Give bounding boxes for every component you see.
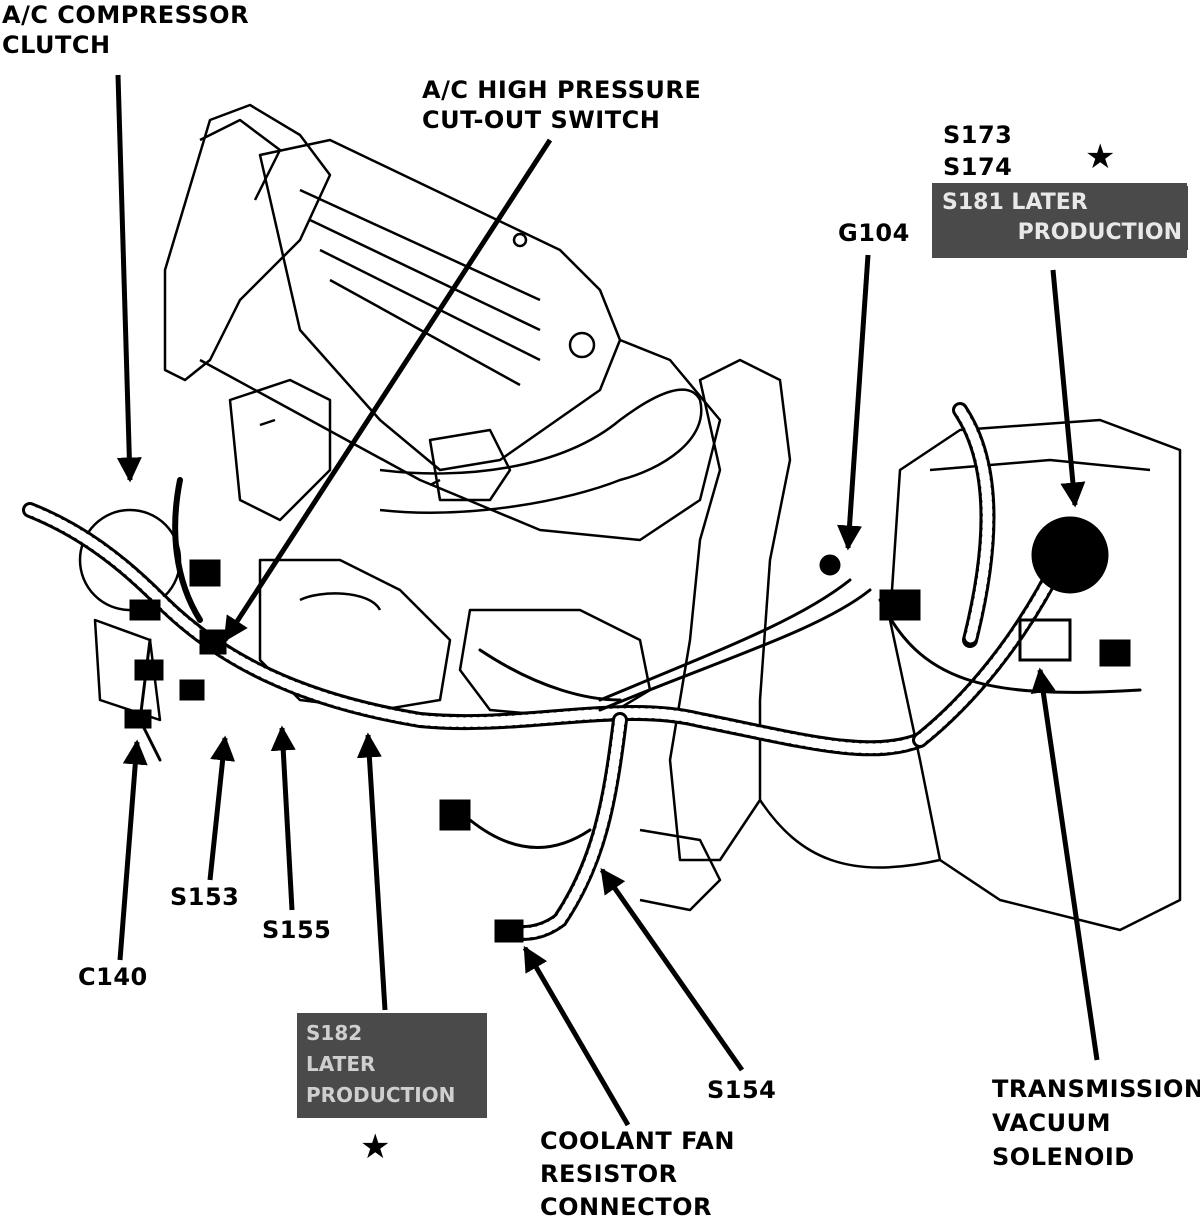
label-line: S153 (170, 883, 240, 911)
label-s155: S155 (262, 915, 331, 945)
label-line: PRODUCTION (306, 1083, 456, 1107)
label-line: TRANSMISSION (992, 1075, 1200, 1103)
label-line: CUT-OUT SWITCH (422, 106, 661, 134)
label-ac-compressor-clutch: A/C COMPRESSOR CLUTCH (2, 0, 249, 60)
label-line: A/C HIGH PRESSURE (422, 76, 702, 104)
label-line: S173 (943, 121, 1013, 149)
label-line: S155 (262, 916, 332, 944)
label-line: C140 (78, 963, 148, 991)
label-ac-high-pressure-switch: A/C HIGH PRESSURE CUT-OUT SWITCH (422, 75, 701, 135)
wiring-harness (22, 402, 1142, 941)
label-line: LATER (306, 1052, 376, 1076)
label-g104: G104 (838, 218, 910, 248)
label-line: S174 (943, 153, 1013, 181)
label-s153: S153 (170, 882, 239, 912)
leader-arrows (115, 74, 1100, 1127)
star-icon: ★ (1085, 137, 1116, 177)
label-line: VACUUM (992, 1109, 1111, 1137)
label-s154: S154 (707, 1075, 776, 1105)
star-icon: ★ (360, 1127, 391, 1167)
label-line: RESISTOR (540, 1160, 678, 1188)
connectors (124, 516, 1131, 943)
label-line: G104 (838, 219, 910, 247)
label-line: COOLANT FAN (540, 1127, 735, 1155)
label-s173: S173 (943, 120, 1012, 150)
label-line: S181 LATER (942, 190, 1088, 215)
label-transmission-vacuum-solenoid: TRANSMISSION VACUUM SOLENOID (992, 1072, 1200, 1174)
engine-block (78, 103, 1182, 932)
label-line: CONNECTOR (540, 1193, 712, 1221)
label-line: A/C COMPRESSOR (2, 1, 250, 29)
label-line: S154 (707, 1076, 777, 1104)
label-s174: S174 (943, 152, 1012, 182)
label-c140: C140 (78, 962, 148, 992)
label-line: CLUTCH (2, 31, 111, 59)
label-line: S182 (306, 1021, 363, 1045)
label-coolant-fan-resistor-connector: COOLANT FAN RESISTOR CONNECTOR (540, 1125, 735, 1224)
label-s182-later-production: S182 LATER PRODUCTION (300, 1016, 487, 1113)
label-line: SOLENOID (992, 1143, 1135, 1171)
label-line: PRODUCTION (1017, 220, 1182, 245)
label-s181-later-production: S181 LATER PRODUCTION (936, 186, 1188, 250)
